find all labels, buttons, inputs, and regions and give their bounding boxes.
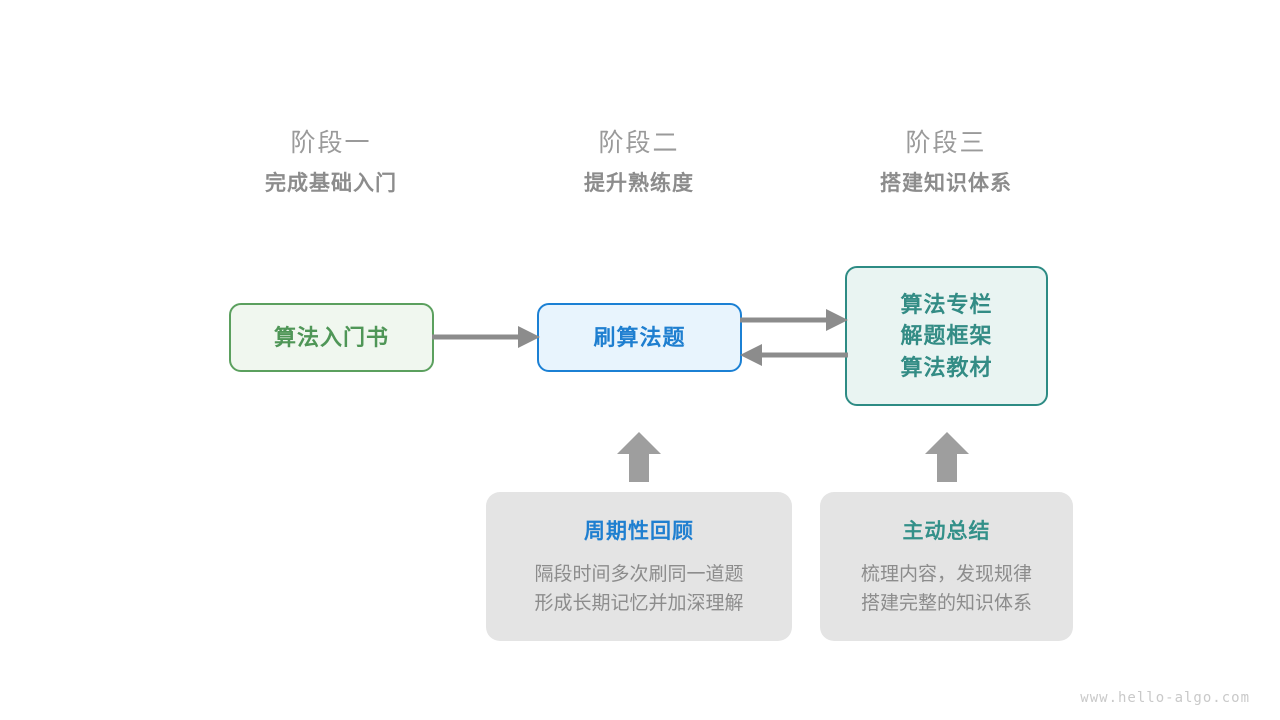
stage-header-1: 阶段一 完成基础入门 [201,129,461,195]
stage-header-3: 阶段三 搭建知识体系 [816,129,1076,195]
card-periodic-review-desc-line-1: 隔段时间多次刷同一道题 [534,563,744,585]
arrow-review-to-practice [617,432,661,482]
card-active-summary-desc-line-2: 搭建完整的知识体系 [860,592,1032,614]
stage-1-title: 阶段一 [290,129,372,157]
stage-header-2: 阶段二 提升熟练度 [509,129,769,195]
card-periodic-review[interactable]: 周期性回顾 隔段时间多次刷同一道题 形成长期记忆并加深理解 [486,492,792,641]
node-knowledge-system[interactable]: 算法专栏 解题框架 算法教材 [845,266,1048,406]
card-active-summary-title: 主动总结 [902,519,991,543]
node-knowledge-system-line-2: 解题框架 [900,323,993,349]
node-knowledge-system-line-3: 算法教材 [900,354,993,380]
stage-3-subtitle: 搭建知识体系 [880,171,1012,195]
stage-2-subtitle: 提升熟练度 [584,171,694,195]
node-intro-book[interactable]: 算法入门书 [229,303,434,372]
card-active-summary-desc: 梳理内容，发现规律 搭建完整的知识体系 [861,561,1032,619]
arrow-system-to-practice [740,344,848,366]
arrow-book-to-practice [432,326,540,348]
arrow-practice-to-system [740,309,848,331]
stage-1-subtitle: 完成基础入门 [265,171,397,195]
card-periodic-review-desc: 隔段时间多次刷同一道题 形成长期记忆并加深理解 [534,561,743,619]
card-periodic-review-desc-line-2: 形成长期记忆并加深理解 [534,592,744,614]
node-intro-book-label: 算法入门书 [273,324,389,350]
stage-3-title: 阶段三 [905,129,987,157]
card-active-summary[interactable]: 主动总结 梳理内容，发现规律 搭建完整的知识体系 [820,492,1073,641]
node-practice-problems[interactable]: 刷算法题 [537,303,742,372]
card-periodic-review-title: 周期性回顾 [584,519,694,543]
node-practice-problems-label: 刷算法题 [593,324,686,350]
node-knowledge-system-line-1: 算法专栏 [900,292,993,318]
watermark: www.hello-algo.com [1080,690,1250,706]
card-active-summary-desc-line-1: 梳理内容，发现规律 [860,563,1032,585]
arrow-summary-to-system [925,432,969,482]
stage-2-title: 阶段二 [598,129,680,157]
